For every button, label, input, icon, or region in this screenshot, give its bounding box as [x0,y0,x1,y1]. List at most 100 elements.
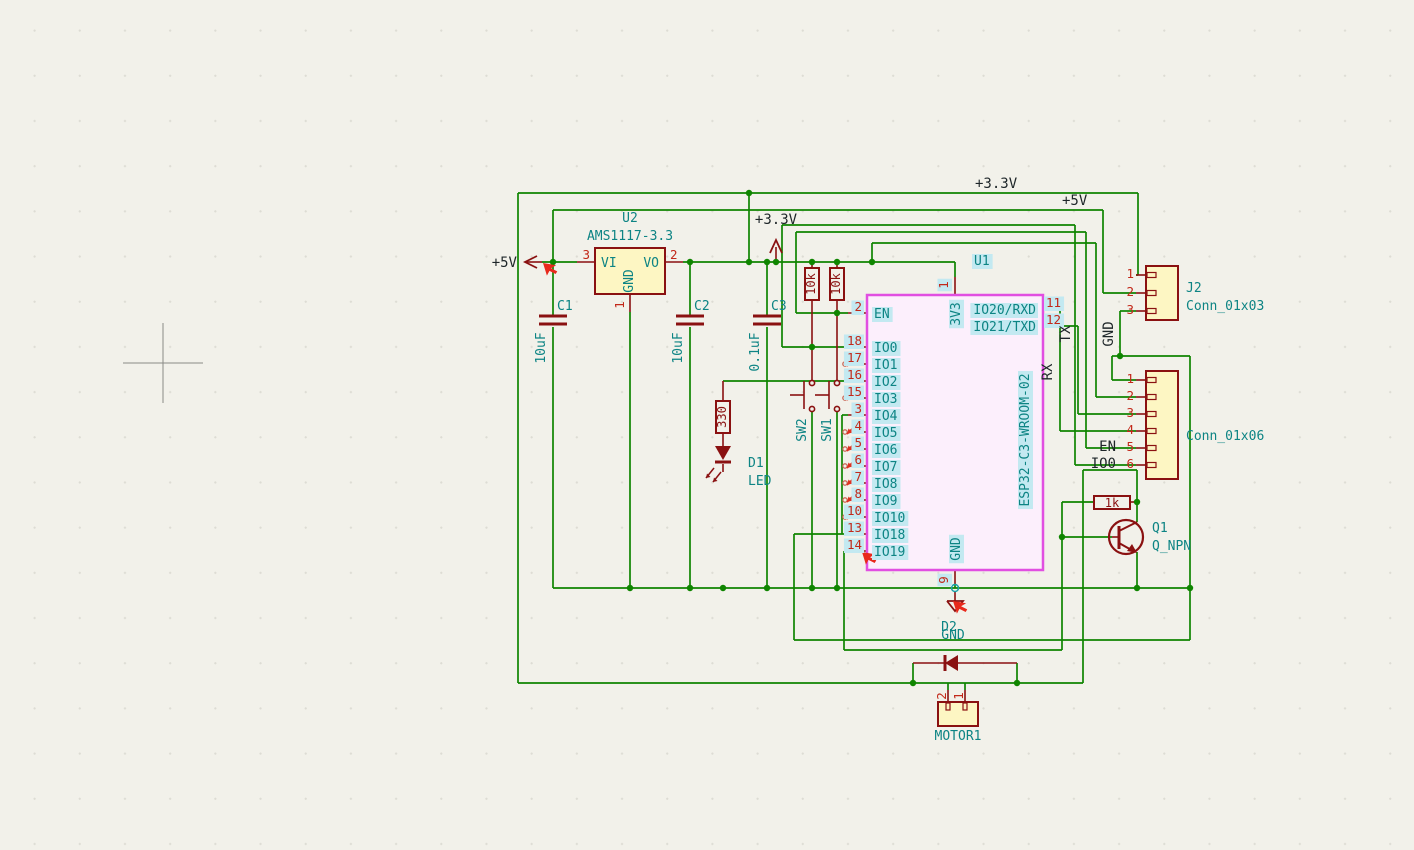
u1-pin-number-8[interactable]: 8 [851,486,864,502]
q1-body[interactable] [1107,518,1145,556]
c1-value[interactable]: 10uF [534,332,549,363]
u1-pin-number-4[interactable]: 4 [851,418,864,434]
u1-pin-number-14[interactable]: 14 [843,537,864,553]
connector-prog-body[interactable] [1145,370,1179,480]
pin-open-4[interactable] [842,429,848,435]
net-label-5v-top[interactable]: +5V [1062,193,1088,209]
j2-pin-number-3[interactable]: 3 [1126,302,1134,317]
u2-pin-name-vo[interactable]: VO [643,256,659,271]
net-label-io0[interactable]: IO0 [1091,456,1116,472]
conn-prog-pin-number-6[interactable]: 6 [1126,456,1134,471]
d2-reference[interactable]: D2 [941,620,957,635]
pin-open-8[interactable] [842,497,848,503]
u2-value[interactable]: AMS1117-3.3 [587,229,673,244]
motor-pin-number-2[interactable]: 2 [934,692,949,700]
u1-pin-name-en[interactable]: EN [872,307,893,322]
conn-prog-pin-number-3[interactable]: 3 [1126,405,1134,420]
j2-value[interactable]: Conn_01x03 [1186,299,1264,314]
u1-pin-name-io7[interactable]: IO7 [872,460,901,475]
erc-cursor-arrow-icon[interactable] [953,601,968,614]
regulator-u2-body[interactable] [594,247,666,295]
conn-prog-pin-number-1[interactable]: 1 [1126,371,1134,386]
u1-pin-name-io1[interactable]: IO1 [872,358,901,373]
c2-value[interactable]: 10uF [671,332,686,363]
sw1-terminal-top[interactable] [833,379,841,387]
q1-reference[interactable]: Q1 [1152,521,1168,536]
d1-value[interactable]: LED [748,474,772,489]
u1-pin-number-1[interactable]: 1 [936,278,952,292]
u1-pin-name-io18[interactable]: IO18 [872,528,909,543]
u1-pin-number-7[interactable]: 7 [851,469,864,485]
j2-pin-number-2[interactable]: 2 [1126,284,1134,299]
wires[interactable] [517,192,1191,690]
u1-pin-name-io20-rxd[interactable]: IO20/RXD [970,303,1038,318]
u1-pin-number-11[interactable]: 11 [1044,295,1065,311]
u1-pin-name-gnd[interactable]: GND [949,534,964,564]
conn-prog-pin-number-4[interactable]: 4 [1126,422,1134,437]
u1-pin-number-16[interactable]: 16 [843,367,864,383]
resistor-pullup-2-body[interactable] [829,267,845,301]
net-label-gnd[interactable]: GND [1101,321,1117,346]
sw2-terminal-top[interactable] [808,379,816,387]
power-label-gnd[interactable]: GND [941,628,965,643]
u1-reference[interactable]: U1 [972,254,993,269]
u1-pin-name-io21-txd[interactable]: IO21/TXD [970,320,1038,335]
pin-open-6[interactable] [842,463,848,469]
u1-pin-number-18[interactable]: 18 [843,333,864,349]
sw1-reference[interactable]: SW1 [820,418,835,441]
j2-pin-number-1[interactable]: 1 [1126,266,1134,281]
net-label-tx[interactable]: TX [1058,325,1074,342]
u1-pin-name-io2[interactable]: IO2 [872,375,901,390]
r-pullup-1-value[interactable]: 10k [804,272,818,294]
power-label-3v3-reg[interactable]: +3.3V [755,212,798,228]
u2-pin-number-1[interactable]: 1 [612,301,627,309]
u1-pin-number-6[interactable]: 6 [851,452,864,468]
motor-reference[interactable]: MOTOR1 [935,729,982,744]
u1-pin-name-io9[interactable]: IO9 [872,494,901,509]
resistor-330-body[interactable] [715,400,731,434]
u1-value[interactable]: ESP32-C3-WROOM-02 [1018,370,1033,510]
r-base-value[interactable]: 1k [1105,496,1120,510]
u1-pin-number-12[interactable]: 12 [1044,312,1065,328]
u2-pin-number-3[interactable]: 3 [582,247,590,262]
u1-pin-name-3v3[interactable]: 3V3 [949,299,964,329]
pin-open-5[interactable] [842,446,848,452]
sw2-reference[interactable]: SW2 [795,418,810,441]
connector-motor-body[interactable] [937,701,979,727]
u1-pin-name-io19[interactable]: IO19 [872,545,909,560]
motor-pin-number-1[interactable]: 1 [951,692,966,700]
u2-reference[interactable]: U2 [622,211,638,226]
u1-pin-number-5[interactable]: 5 [851,435,864,451]
pin-open-7[interactable] [842,480,848,486]
r-led-value[interactable]: 330 [715,406,729,428]
u1-pin-number-17[interactable]: 17 [843,350,864,366]
net-label-rx[interactable]: RX [1040,363,1056,380]
c1-reference[interactable]: C1 [557,299,573,314]
u1-pin-number-15[interactable]: 15 [843,384,864,400]
u2-pin-name-vi[interactable]: VI [601,256,617,271]
conn-prog-pin-number-2[interactable]: 2 [1126,388,1134,403]
resistor-1k-body[interactable] [1093,495,1131,510]
resistor-pullup-1-body[interactable] [804,267,820,301]
net-label-en[interactable]: EN [1099,439,1116,455]
q1-value[interactable]: Q_NPN [1152,539,1191,554]
u2-pin-name-gnd[interactable]: GND [622,269,637,293]
u1-pin-name-io10[interactable]: IO10 [872,511,909,526]
u1-pin-name-io6[interactable]: IO6 [872,443,901,458]
d1-reference[interactable]: D1 [748,456,764,471]
j2-reference[interactable]: J2 [1186,281,1202,296]
conn-prog-pin-number-5[interactable]: 5 [1126,439,1134,454]
sw2-terminal-bottom[interactable] [808,405,816,413]
erc-cursor-arrow-icon[interactable] [543,263,558,276]
u2-pin-number-2[interactable]: 2 [670,247,678,262]
power-label-5v-left[interactable]: +5V [492,255,518,271]
u1-pin-number-3[interactable]: 3 [851,401,864,417]
net-highlight-ring[interactable] [950,583,960,593]
net-label-3v3-top[interactable]: +3.3V [975,176,1018,192]
u1-pin-number-13[interactable]: 13 [843,520,864,536]
c3-reference[interactable]: C3 [771,299,787,314]
u1-pin-number-2[interactable]: 2 [851,299,864,315]
u1-pin-name-io3[interactable]: IO3 [872,392,901,407]
conn-prog-value[interactable]: Conn_01x06 [1186,429,1264,444]
connector-j2-body[interactable] [1145,265,1179,321]
